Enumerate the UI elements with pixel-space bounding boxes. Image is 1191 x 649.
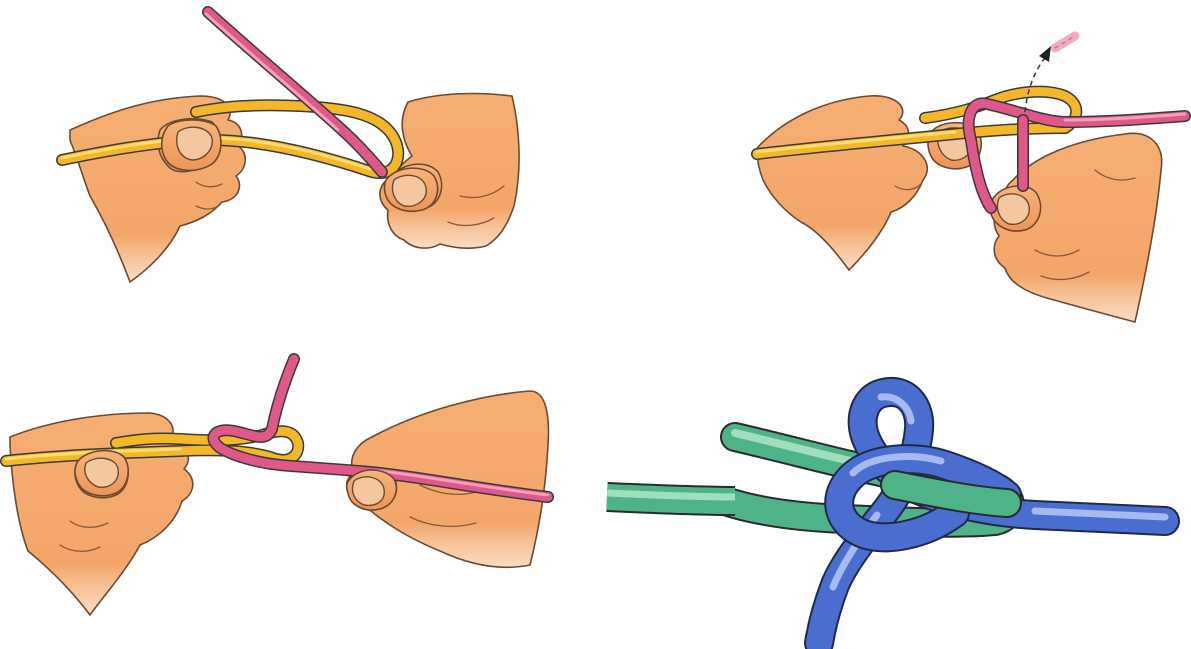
step-3-illustration (0, 325, 595, 649)
step-4-illustration (595, 325, 1191, 649)
right-thumb (385, 168, 438, 211)
right-hand (990, 133, 1161, 322)
left-hand (757, 96, 981, 270)
left-thumb (75, 451, 128, 496)
step-1-illustration (0, 0, 595, 325)
green-rope-end (895, 485, 1007, 503)
step-3-panel (0, 325, 595, 649)
left-thumb (162, 120, 221, 170)
blue-rope (819, 392, 1165, 643)
step-1-panel (0, 0, 595, 325)
step-4-panel (595, 325, 1191, 649)
right-thumb (347, 470, 397, 510)
step-2-illustration (595, 0, 1191, 325)
left-hand (70, 96, 245, 282)
step-2-panel (595, 0, 1191, 325)
